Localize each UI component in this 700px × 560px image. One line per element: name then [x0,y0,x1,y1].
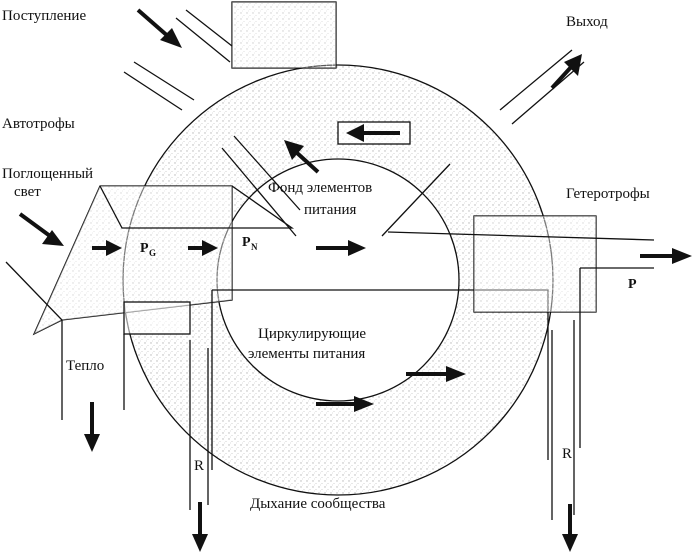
label-autotrophs: Автотрофы [2,116,75,132]
label-p-right: P [628,277,637,292]
label-nutrient-pool-2: питания [304,202,357,218]
autotrophs-top-slant [99,185,295,229]
label-community-respiration: Дыхание сообщества [250,496,386,512]
arrow-input-icon [136,8,182,48]
label-heat: Тепло [66,358,104,374]
label-absorbed-light-2: свет [14,184,41,200]
label-absorbed-light-1: Поглощенный [2,166,93,182]
label-pg-sub: G [149,248,156,258]
arrow-center-icon [316,240,366,256]
label-r-right: R [562,446,572,462]
label-pg: P [140,241,149,256]
left-duct [123,61,195,111]
label-r-left: R [194,458,204,474]
label-circulating-1: Циркулирующие [258,326,366,342]
input-pipe [231,1,337,69]
arrow-circ-2-icon [316,396,374,412]
arrow-circ-1-icon [406,366,466,382]
arrow-heat-icon [84,402,100,452]
nutrient-ring [123,64,553,495]
arrow-r-right-icon [562,504,578,552]
output-duct [499,49,585,125]
arrow-pool-icon [346,124,400,142]
label-nutrient-pool-1: Фонд элементов [268,180,372,196]
pool-channel [221,135,451,237]
label-output: Выход [566,14,608,30]
heat-line [5,261,63,420]
heterotrophs-box [473,215,597,313]
arrow-light-icon [18,212,64,246]
arrow-pn-icon [188,240,218,256]
arrow-output-icon [550,54,582,90]
heterotroph-flows [387,231,655,448]
arrow-hetero-right-icon [640,248,692,264]
label-heterotrophs: Гетеротрофы [566,186,650,202]
label-pn-sub: N [251,242,258,252]
respiration-left-shaft [189,340,209,510]
arrow-pool-diag-icon [284,140,320,174]
respiration-box-left [123,301,191,335]
respiration-right-shaft [551,320,575,520]
label-circulating-2: элементы питания [248,346,365,362]
label-pn: P [242,235,251,250]
input-duct [175,9,233,63]
label-input: Поступление [2,8,86,24]
arrow-pg-icon [92,240,122,256]
arrow-r-left-icon [192,502,208,552]
